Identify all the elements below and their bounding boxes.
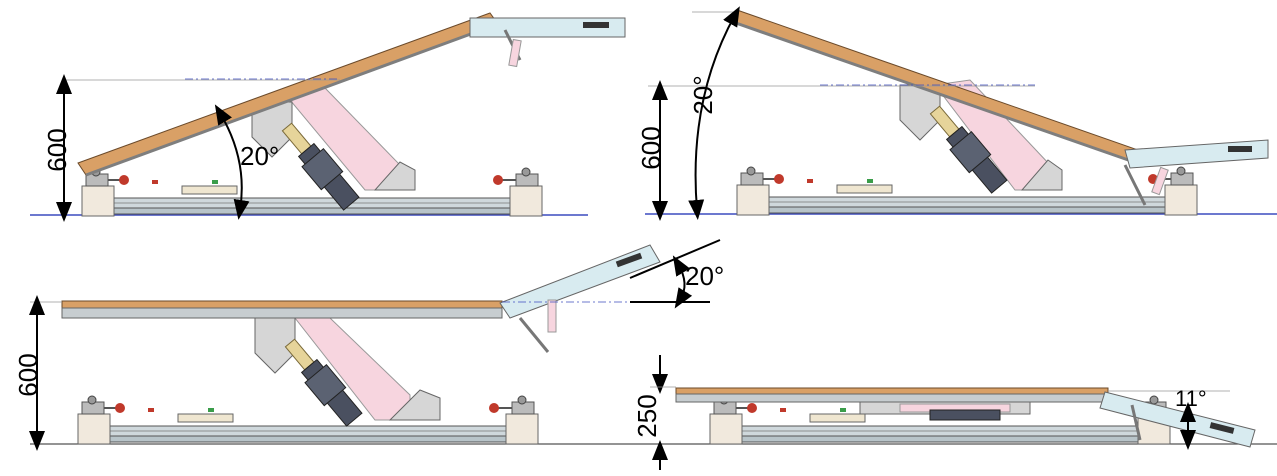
hinge-bracket <box>388 389 441 421</box>
leg-handle-icon <box>1228 146 1252 152</box>
leg-panel <box>1124 139 1269 169</box>
view-top-right: 600 20° <box>636 6 1277 221</box>
angle-dimension-arrow <box>688 6 740 220</box>
height-label: 600 <box>636 126 666 169</box>
height-label: 250 <box>632 394 662 437</box>
tabletop <box>77 12 499 176</box>
angle-label: 20° <box>240 141 279 171</box>
height-label: 600 <box>42 128 72 171</box>
leg-panel <box>1099 391 1256 448</box>
tabletop <box>675 387 1109 395</box>
angle-label: 20° <box>685 261 724 291</box>
height-label: 600 <box>13 353 43 396</box>
base-frame <box>77 395 539 445</box>
leg-handle-icon <box>615 252 643 268</box>
view-top-left: 600 20° <box>30 12 626 222</box>
pink-strut <box>289 87 401 191</box>
actuator <box>929 409 1001 421</box>
angle-label: 11° <box>1175 386 1207 411</box>
angle-label: 20° <box>688 75 718 114</box>
leg-handle-icon <box>1209 422 1235 434</box>
angle-dimension-arrow <box>214 104 250 220</box>
view-bottom-right: 250 11° <box>632 355 1277 470</box>
angle-dimension-arrow <box>672 255 693 309</box>
view-bottom-left: 600 20° <box>13 239 724 451</box>
hinge-bracket <box>373 161 416 191</box>
hinge-bracket <box>1020 159 1063 191</box>
tabletop <box>61 300 503 309</box>
leg-handle-icon <box>583 22 609 28</box>
